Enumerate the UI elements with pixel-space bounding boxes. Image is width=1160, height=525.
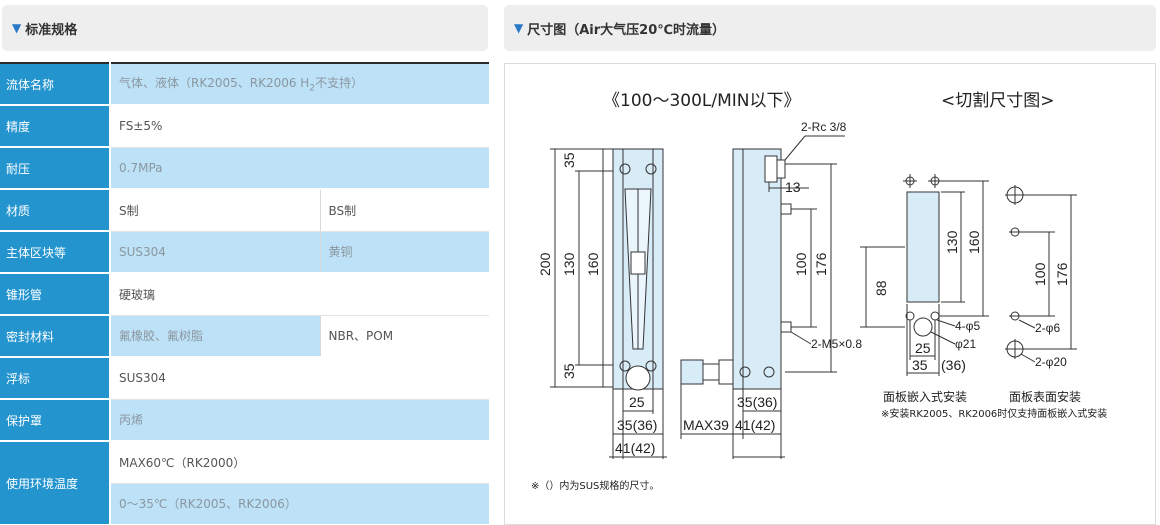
table-row: 浮标 SUS304 [0,357,489,400]
row-label: 使用环境温度 [0,441,111,525]
cut-view-surface: 100 176 2-φ6 2-φ20 [1005,185,1077,369]
dim-176: 176 [813,252,829,276]
dim-phi5: 4-φ5 [955,319,980,333]
dimension-drawing-svg: 《100～300L/MIN以下》 <切割尺寸图> 200 13 [531,91,1107,492]
table-row: 主体区块等 SUS304 黄铜 [0,231,489,274]
dimension-panel-title: 尺寸图（Air大气压20℃时流量） [527,22,725,38]
dim-100: 100 [793,252,809,276]
row-value: FS±5% [110,105,489,148]
row-value: 硬玻璃 [110,273,489,316]
dim-130: 130 [561,252,577,276]
dim-35-36-side: 35(36) [737,394,777,410]
front-view [612,148,664,391]
row-value-2: BS制 [320,189,489,232]
row-value: MAX60℃（RK2000） [110,441,489,484]
cut-drawing-title: <切割尺寸图> [941,91,1055,111]
row-label: 流体名称 [0,63,111,106]
table-row: 密封材料 氟橡胶、氟树脂 NBR、POM [0,315,489,358]
dim-phi6: 2-φ6 [1035,321,1060,335]
dim-35-bottom: 35 [561,363,577,379]
spec-table: 流体名称 气体、液体（RK2005、RK2006 H2不支持） 精度 FS±5%… [0,62,489,525]
dim-176-cut: 176 [1054,262,1070,286]
table-row: 材质 S制 BS制 [0,189,489,232]
note-install: ※安装RK2005、RK2006时仅支持面板嵌入式安装 [881,407,1107,420]
dim-25: 25 [629,394,645,410]
dimension-panel-header: ▼ 尺寸图（Air大气压20℃时流量） [504,5,1156,51]
dim-13: 13 [785,179,801,195]
row-label: 主体区块等 [0,231,111,274]
dim-200: 200 [537,252,553,276]
spec-panel-header: ▼ 标准规格 [2,5,488,51]
table-row: 0～35℃（RK2005、RK2006） [0,483,489,525]
row-value: 0.7MPa [110,147,489,190]
adjust-knob [680,359,704,385]
dim-25-cut: 25 [915,340,931,356]
dim-36-cut: (36) [941,357,966,373]
side-view-dimensions: 2-Rc 3/8 13 100 176 2-M5×0.8 [680,120,862,459]
row-value: SUS304 [110,231,321,274]
triangle-down-icon: ▼ [514,21,524,35]
dim-35-cut: 35 [912,357,928,373]
dim-130-cut: 130 [944,230,960,254]
dim-rc: 2-Rc 3/8 [801,120,847,134]
embed-cutout [906,191,940,303]
side-view [680,148,792,390]
row-value: SUS304 [110,357,489,400]
row-label: 浮标 [0,357,111,400]
dim-m5: 2-M5×0.8 [811,337,862,351]
dim-35-36: 35(36) [617,417,657,433]
row-label: 耐压 [0,147,111,190]
table-row: 使用环境温度 MAX60℃（RK2000） [0,441,489,525]
dim-phi20: 2-φ20 [1035,355,1067,369]
dim-41-42-side: 41(42) [735,417,775,433]
row-value: 气体、液体（RK2005、RK2006 H2不支持） [110,63,489,106]
row-value-2: 黄铜 [320,231,489,274]
row-value-2: NBR、POM [320,315,489,358]
dim-35-top: 35 [561,152,577,168]
row-label: 材质 [0,189,111,232]
caption-embed: 面板嵌入式安装 [883,389,967,404]
dim-41-42: 41(42) [615,440,655,456]
dim-88: 88 [873,280,889,296]
table-row: 流体名称 气体、液体（RK2005、RK2006 H2不支持） [0,63,489,106]
row-value-2: 0～35℃（RK2005、RK2006） [110,483,489,525]
drawing-title: 《100～300L/MIN以下》 [603,91,801,111]
table-row: 锥形管 硬玻璃 [0,273,489,316]
row-value: S制 [110,189,321,232]
note-sus: ※（）内为SUS规格的尺寸。 [531,479,659,492]
dim-max39: MAX39 [683,417,729,433]
row-value: 丙烯 [110,399,489,442]
dim-160-cut: 160 [966,230,982,254]
spec-panel-title: 标准规格 [25,22,78,38]
caption-surface: 面板表面安装 [1009,389,1081,404]
table-row: 精度 FS±5% [0,105,489,148]
cut-view-embed: 130 160 88 4-φ5 φ21 25 35 (36) [860,174,989,376]
dim-100-cut: 100 [1032,262,1048,286]
triangle-down-icon: ▼ [12,21,22,35]
dim-160: 160 [585,252,601,276]
row-label: 锥形管 [0,273,111,316]
side-view-body [732,148,782,390]
dim-phi21: φ21 [955,337,976,351]
table-row: 保护罩 丙烯 [0,399,489,442]
row-label: 精度 [0,105,111,148]
dimension-drawing: 《100～300L/MIN以下》 <切割尺寸图> 200 13 [504,63,1156,525]
row-label: 密封材料 [0,315,111,358]
row-value: 氟橡胶、氟树脂 [110,315,321,358]
front-view-dimensions: 200 130 160 35 35 25 35(36) 41(42) [537,148,667,459]
table-row: 耐压 0.7MPa [0,147,489,190]
row-label: 保护罩 [0,399,111,442]
